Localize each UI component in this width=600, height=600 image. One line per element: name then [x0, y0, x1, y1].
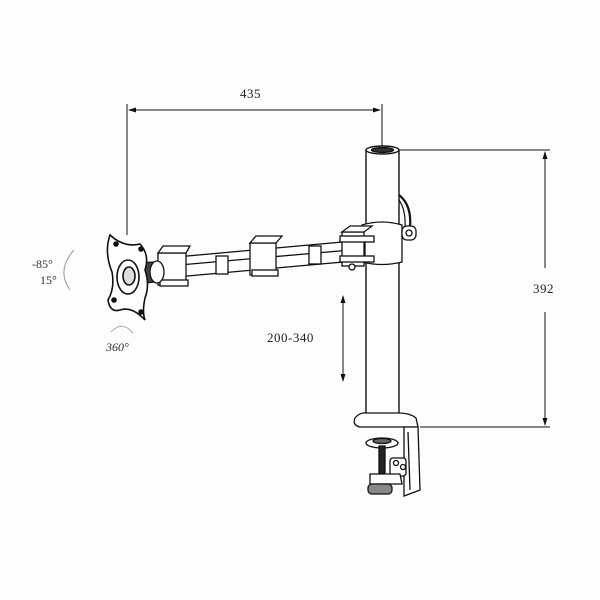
- tilt-down-label: 15°: [40, 273, 57, 287]
- pole: [365, 145, 412, 426]
- tilt-up-label: -85°: [32, 257, 53, 271]
- dimension-label-height-adjust: 200-340: [267, 330, 314, 345]
- tilt-arc-icon: [63, 249, 75, 291]
- rotation-arc-icon: [110, 325, 134, 334]
- dimension-label-435: 435: [240, 86, 261, 101]
- dimension-435: [126, 104, 383, 235]
- pole-collar: [361, 221, 417, 266]
- dimension-392: [398, 149, 550, 428]
- arm: [156, 225, 375, 287]
- rotation-label: 360°: [106, 340, 129, 354]
- desk-clamp: [353, 412, 421, 497]
- dimension-label-392: 392: [533, 281, 554, 296]
- vesa-plate: [106, 233, 149, 321]
